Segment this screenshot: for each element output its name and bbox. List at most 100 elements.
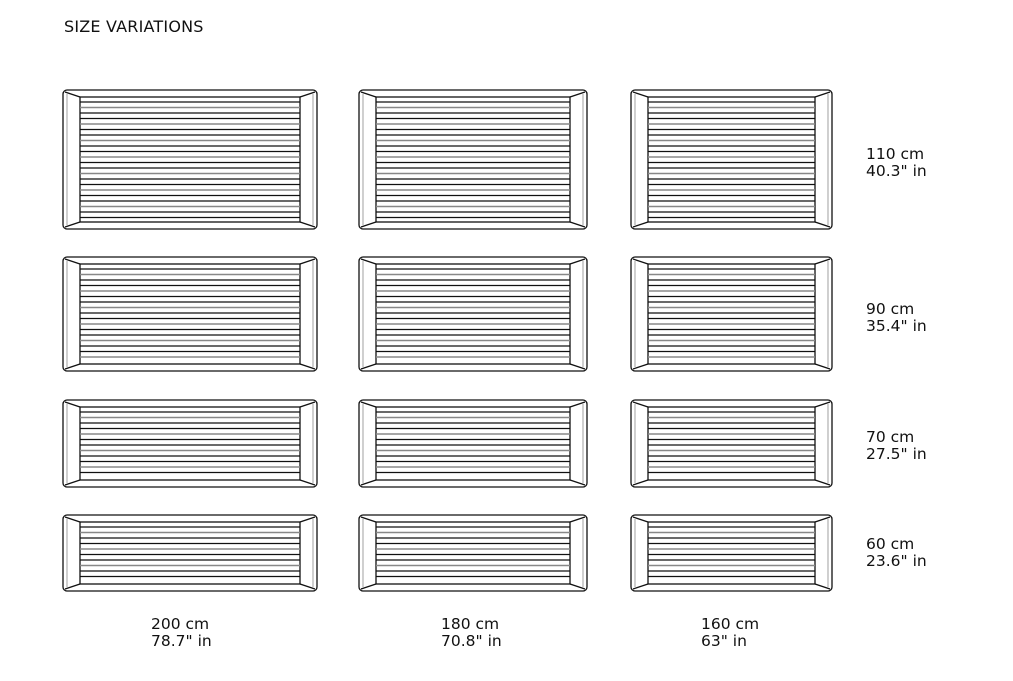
frame-corner [360, 91, 377, 98]
table-top-1-2 [358, 399, 588, 488]
table-top-2-2 [630, 399, 833, 488]
frame-outer [62, 514, 318, 592]
length-cm: 180 cm [441, 615, 500, 633]
frame-outer [358, 399, 588, 488]
frame-corner [360, 221, 377, 228]
frame-outer [62, 89, 318, 230]
frame-inner [79, 521, 301, 585]
frame-corner [632, 258, 649, 265]
frame-inner [375, 521, 571, 585]
frame-corner [299, 516, 316, 523]
frame-corner [360, 401, 377, 408]
frame-corner [299, 91, 316, 98]
frame-corner [632, 401, 649, 408]
table-top-1-0 [358, 89, 588, 230]
frame-outer [630, 514, 833, 592]
frame-corner [299, 401, 316, 408]
frame-corner [64, 583, 81, 590]
length-cm: 160 cm [701, 615, 760, 633]
frame-corner [64, 363, 81, 370]
frame-inner [375, 406, 571, 481]
frame-outer [630, 89, 833, 230]
frame-inner [79, 263, 301, 365]
frame-inner [647, 521, 816, 585]
frame-outer [358, 514, 588, 592]
frame-corner [569, 91, 586, 98]
table-top-2-1 [630, 256, 833, 372]
frame-corner [569, 583, 586, 590]
width-cm: 90 cm [866, 300, 915, 318]
frame-corner [632, 583, 649, 590]
frame-inner [375, 96, 571, 223]
frame-outer [630, 256, 833, 372]
frame-corner [299, 583, 316, 590]
frame-corner [64, 91, 81, 98]
table-top-1-1 [358, 256, 588, 372]
frame-corner [632, 221, 649, 228]
frame-corner [64, 401, 81, 408]
width-cm: 60 cm [866, 535, 915, 553]
length-cm: 200 cm [151, 615, 210, 633]
frame-outer [358, 89, 588, 230]
frame-outer [630, 399, 833, 488]
frame-corner [299, 258, 316, 265]
length-in: 70.8" in [441, 632, 502, 650]
frame-inner [79, 96, 301, 223]
frame-corner [64, 479, 81, 486]
frame-corner [299, 363, 316, 370]
frame-corner [814, 91, 831, 98]
length-in: 78.7" in [151, 632, 212, 650]
table-top-2-3 [630, 514, 833, 592]
width-in: 35.4" in [866, 317, 927, 335]
table-top-0-0 [62, 89, 318, 230]
frame-corner [64, 258, 81, 265]
frame-corner [64, 221, 81, 228]
page-title: SIZE VARIATIONS [64, 17, 204, 36]
frame-corner [814, 221, 831, 228]
frame-outer [358, 256, 588, 372]
frame-corner [360, 258, 377, 265]
table-top-0-2 [62, 399, 318, 488]
frame-corner [569, 516, 586, 523]
frame-corner [814, 258, 831, 265]
frame-corner [569, 401, 586, 408]
frame-outer [62, 399, 318, 488]
width-cm: 70 cm [866, 428, 915, 446]
table-top-1-3 [358, 514, 588, 592]
frame-corner [299, 479, 316, 486]
frame-corner [632, 363, 649, 370]
frame-corner [632, 479, 649, 486]
frame-corner [64, 516, 81, 523]
width-cm: 110 cm [866, 145, 925, 163]
table-top-0-1 [62, 256, 318, 372]
width-in: 40.3" in [866, 162, 927, 180]
frame-corner [569, 479, 586, 486]
frame-corner [814, 401, 831, 408]
table-top-2-0 [630, 89, 833, 230]
frame-corner [814, 516, 831, 523]
frame-corner [360, 583, 377, 590]
frame-corner [569, 258, 586, 265]
frame-inner [79, 406, 301, 481]
frame-corner [814, 363, 831, 370]
frame-inner [647, 406, 816, 481]
frame-corner [360, 363, 377, 370]
frame-corner [569, 221, 586, 228]
frame-corner [814, 479, 831, 486]
table-top-0-3 [62, 514, 318, 592]
frame-inner [647, 96, 816, 223]
width-in: 23.6" in [866, 552, 927, 570]
frame-inner [375, 263, 571, 365]
frame-corner [632, 91, 649, 98]
frame-outer [62, 256, 318, 372]
length-in: 63" in [701, 632, 747, 650]
width-in: 27.5" in [866, 445, 927, 463]
frame-inner [647, 263, 816, 365]
